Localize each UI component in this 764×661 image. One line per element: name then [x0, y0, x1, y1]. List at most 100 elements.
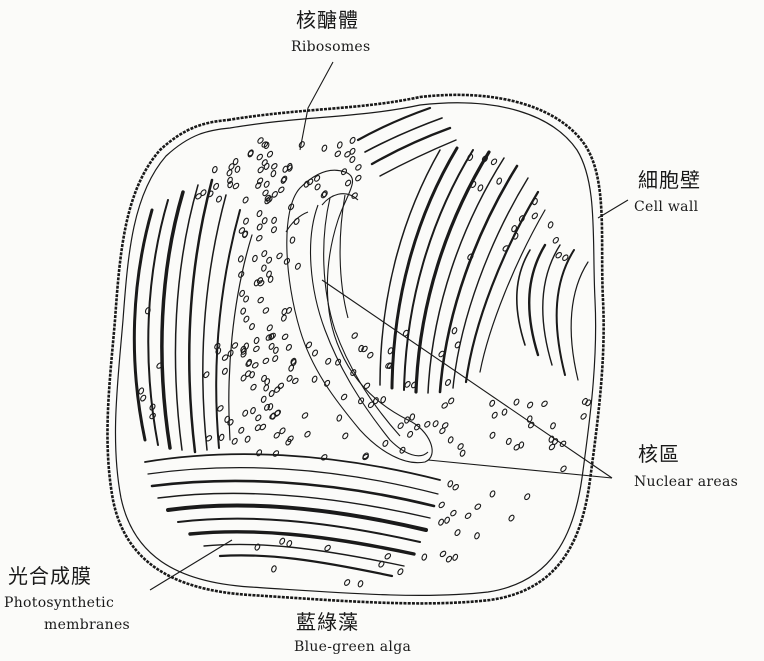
ribosome-dot [256, 177, 263, 185]
ribosome-dot [261, 264, 267, 271]
membranes-bottom [145, 454, 440, 576]
ribosome-dot [243, 342, 249, 349]
ribosome-dot [505, 438, 512, 446]
leader-nuclear-1 [322, 280, 612, 478]
ribosome-dot [489, 490, 496, 498]
ribosome-dot [227, 419, 234, 427]
ribosome-dot [454, 341, 461, 349]
ribosome-dot [238, 426, 245, 434]
ribosome-dot [438, 518, 445, 526]
ribosome-dot [281, 308, 288, 316]
ribosome-dot [281, 175, 288, 183]
ribosome-dot [513, 444, 521, 451]
ribosome-dot [260, 396, 267, 404]
ribosome-dot [286, 540, 293, 548]
ribosome-dot [263, 180, 270, 188]
ribosome-dot [337, 141, 343, 149]
ribosome-dot [249, 323, 256, 331]
ribosome-dot [243, 217, 250, 225]
ribosome-dot [266, 150, 273, 158]
ribosome-dot [273, 432, 280, 440]
ribosome-dot [288, 364, 294, 372]
ribosome-dot [255, 414, 262, 422]
ribosome-dot [262, 357, 270, 364]
ribosome-dot [203, 371, 210, 379]
ribosome-dot [552, 236, 559, 244]
photosynthetic-label-en-1: Photosynthetic [4, 596, 114, 610]
ribosome-dot [245, 360, 252, 368]
ribosome-dot [254, 424, 261, 432]
ribosome-dot [477, 184, 484, 192]
leader-membranes [150, 540, 232, 590]
ribosome-dot [272, 450, 279, 458]
ribosome-dot [320, 191, 327, 199]
ribosome-dot [261, 217, 268, 225]
ribosome-dot [281, 314, 288, 322]
ribosome-dot [253, 345, 261, 352]
ribosome-dot [373, 397, 380, 405]
ribosome-dot [234, 166, 240, 174]
ribosome-dot [256, 234, 264, 241]
ribosome-dot [382, 440, 389, 448]
ribosome-dot [384, 553, 392, 560]
ribosome-dot [213, 183, 220, 191]
ribosome-dot [250, 407, 256, 415]
membranes-top [358, 108, 456, 176]
ribosome-dot [271, 163, 278, 170]
ribosome-dot [217, 405, 224, 412]
ribosome-dot [278, 186, 285, 193]
membranes-far-right [517, 245, 588, 380]
ribosome-dot [349, 156, 356, 164]
ribosome-dot [439, 550, 447, 557]
ribosome-dot [524, 493, 531, 501]
leader-ribosomes [300, 62, 333, 150]
ribosome-dot [324, 379, 331, 387]
ribosome-dot [215, 195, 222, 203]
ribosome-dot [344, 179, 351, 187]
nuclear-areas-label-zh: 核區 [638, 444, 680, 464]
ribosome-dot [242, 196, 249, 204]
ribosome-dot [414, 423, 421, 431]
ribosome-dot [464, 512, 472, 519]
ribosome-dot [281, 333, 289, 340]
ribosome-dot [467, 154, 474, 162]
ribosome-dot [550, 422, 557, 430]
ribosome-dot [547, 221, 553, 229]
ribosome-dot [351, 192, 359, 199]
ribosome-dot [447, 480, 454, 488]
ribosome-dot [358, 345, 364, 352]
ribosome-dot [409, 413, 415, 420]
photosynthetic-label-en-2: membranes [44, 618, 130, 632]
ribosome-dot [444, 516, 451, 524]
ribosome-dot [279, 537, 286, 545]
ribosome-dot [256, 449, 263, 457]
ribosome-dot [256, 223, 263, 231]
ribosome-dot [512, 232, 518, 240]
ribosome-dot [266, 256, 273, 264]
ribosome-dot [240, 374, 247, 382]
leader-cell-wall [598, 200, 628, 218]
organism-label-en: Blue-green alga [294, 640, 411, 654]
photosynthetic-label-zh: 光合成膜 [8, 566, 92, 586]
ribosome-dot [232, 158, 238, 166]
ribosome-dot [271, 217, 278, 225]
ribosome-dot [363, 382, 371, 389]
ribosome-dot [489, 431, 496, 439]
ribosome-dot [438, 501, 445, 509]
ribosome-dot [325, 357, 332, 365]
ribosome-dot [447, 436, 454, 444]
ribosome-dot [448, 397, 455, 405]
ribosome-dot [452, 553, 459, 561]
ribosome-dot [231, 342, 238, 349]
ribosome-dot [439, 427, 446, 435]
ribosome-dot [367, 351, 374, 359]
ribosome-dot [145, 307, 151, 315]
ribosome-dot [489, 399, 496, 407]
ribosomes-label-en: Ribosomes [291, 40, 370, 54]
ribosome-dot [294, 262, 301, 270]
ribosome-dot [450, 509, 457, 516]
ribosome-dot [407, 430, 414, 438]
ribosome-dot [250, 383, 257, 391]
ribosome-dot [502, 245, 510, 252]
ribosome-dot [272, 355, 279, 363]
